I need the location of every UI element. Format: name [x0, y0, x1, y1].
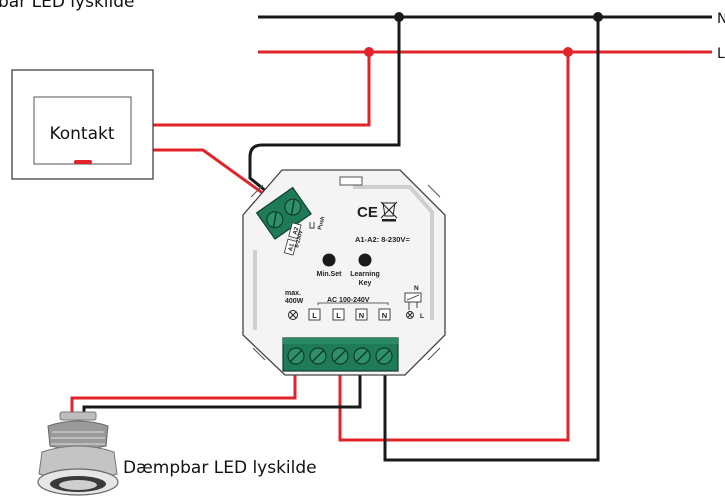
dimmer-module: A1 A2 8-230V Push CE A1-A2: 8-230V= Min.… — [242, 169, 446, 376]
switch-rocker — [33, 96, 132, 165]
min-set-label: Min.Set — [317, 271, 343, 278]
module-corner-mark — [427, 347, 441, 361]
terminal-a2-label: A2 — [292, 226, 300, 236]
key-label: Key — [359, 280, 372, 287]
max-label: max. — [285, 290, 301, 297]
min-set-button[interactable] — [322, 253, 336, 267]
ac-bracket — [317, 302, 389, 305]
ac-range-label: AC 100-240V — [327, 297, 370, 304]
ce-mark: CE — [357, 204, 378, 221]
terminal-l2-label: L — [336, 311, 341, 320]
module-groove — [353, 185, 434, 320]
lamp-output-icon — [288, 310, 298, 320]
main-terminal-block — [282, 337, 399, 372]
led-source-label: Dæmpbar LED lyskilde — [123, 458, 317, 478]
module-corner-mark — [427, 184, 441, 198]
input-rating-label: A1-A2: 8-230V= — [355, 235, 410, 244]
lamp-symbol-icon — [406, 311, 414, 319]
neutral-bus-label: N — [717, 11, 725, 27]
terminal-n1-label: N — [359, 311, 364, 320]
switch-indicator — [74, 160, 92, 164]
push-symbol-icon — [309, 222, 315, 229]
push-label: Push — [317, 215, 326, 230]
terminal-a-labels: A1 A2 — [283, 222, 302, 256]
screw-row — [287, 347, 393, 365]
small-voltage-label: 8-230V — [294, 230, 304, 249]
module-corner-mark — [252, 347, 266, 361]
live-wire-to-switch — [152, 52, 371, 127]
dimmed-output-wire — [70, 370, 297, 412]
push-terminal-block — [255, 186, 312, 240]
terminal-a1-label: A1 — [288, 242, 296, 252]
terminal-n2-label: N — [382, 311, 387, 320]
learning-key-button[interactable] — [358, 253, 372, 267]
live-wire-to-l-terminal — [338, 52, 570, 442]
switch-wire-to-a1 — [152, 148, 276, 204]
neutral-wire-to-a2 — [248, 17, 401, 207]
max-power-label: 400W — [285, 298, 304, 305]
neutral-output-wire — [82, 370, 362, 414]
top-caption-fragment: bar LED lyskilde — [0, 0, 135, 12]
switch-label: Kontakt — [49, 124, 114, 144]
module-corner-mark — [250, 184, 264, 198]
terminal-letter-boxes: L L N N — [308, 308, 391, 321]
weee-bin-icon — [380, 201, 398, 222]
right-n-label: N — [414, 285, 419, 292]
wall-switch: Kontakt — [11, 69, 154, 180]
terminal-l1-label: L — [312, 311, 317, 320]
neutral-wire-to-n-terminal — [383, 17, 600, 462]
module-clip — [339, 176, 363, 186]
right-l-label: L — [420, 313, 424, 320]
learning-label: Learning — [350, 271, 380, 278]
live-bus-label: L — [717, 46, 725, 62]
led-downlight-icon — [37, 411, 119, 496]
